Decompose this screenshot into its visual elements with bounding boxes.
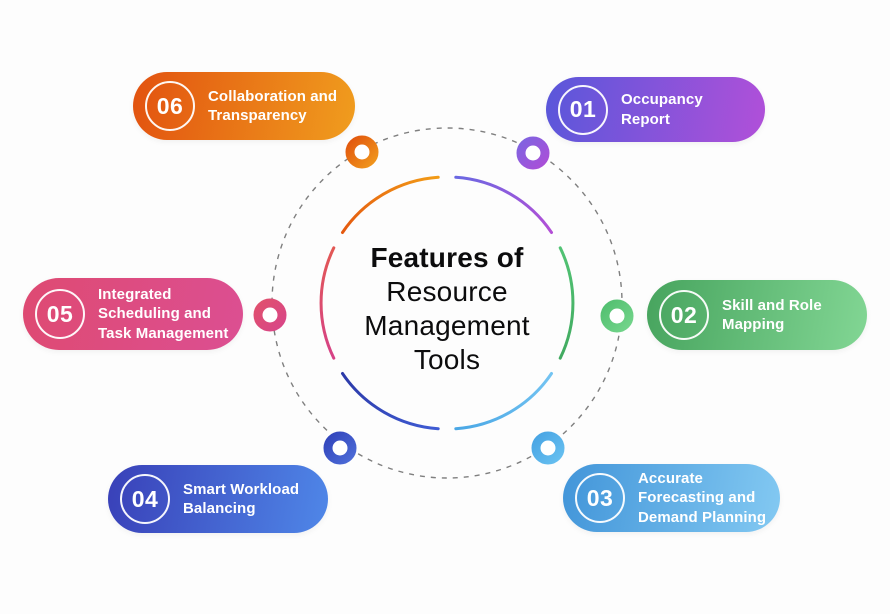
arc-segment-06 <box>341 175 440 234</box>
ring-marker-04 <box>323 431 357 465</box>
feature-number-badge: 05 <box>35 289 85 339</box>
feature-number: 06 <box>156 92 184 119</box>
label-line: Smart Workload <box>183 480 300 498</box>
feature-number-badge: 02 <box>659 290 709 340</box>
feature-pill-06: 06 Collaboration and Transparency <box>133 72 355 140</box>
feature-number: 01 <box>569 96 597 122</box>
feature-number: 03 <box>586 484 614 511</box>
title-line-3: Tools <box>413 344 481 375</box>
feature-pill-04: 04 Smart Workload Balancing <box>108 465 328 533</box>
label-line: Demand Planning <box>638 508 767 526</box>
feature-label: Integrated Scheduling and Task Managemen… <box>98 285 228 343</box>
feature-label: Accurate Forecasting and Demand Planning <box>638 469 766 527</box>
feature-label: Smart Workload Balancing <box>183 480 299 518</box>
feature-number: 04 <box>131 485 159 512</box>
arc-segment-01 <box>454 175 553 234</box>
feature-label: Skill and Role Mapping <box>722 296 822 334</box>
arc-segment-03 <box>454 372 553 431</box>
label-line: Collaboration and <box>208 87 338 105</box>
center-title: Features of Resource Management Tools <box>317 241 577 377</box>
ring-marker-05 <box>253 298 287 332</box>
arc-segment-02 <box>558 246 575 360</box>
circle-diagram <box>253 127 634 479</box>
feature-pill-03: 03 Accurate Forecasting and Demand Plann… <box>563 464 780 532</box>
arc-segment-05 <box>319 246 336 360</box>
label-line: Mapping <box>722 316 785 333</box>
ring-marker-01 <box>516 136 550 170</box>
title-emphasis: Features of <box>370 242 524 273</box>
label-line: Task Management <box>98 324 229 342</box>
label-line: Transparency <box>208 107 307 124</box>
title-line-2: Management <box>364 310 530 341</box>
feature-number: 02 <box>670 301 698 328</box>
feature-label: Occupancy Report <box>621 90 703 128</box>
feature-pill-02: 02 Skill and Role Mapping <box>647 280 867 350</box>
label-line: Accurate <box>638 470 703 488</box>
feature-number-badge: 01 <box>558 84 608 135</box>
feature-label: Collaboration and Transparency <box>208 87 337 125</box>
feature-pill-01: 01 Occupancy Report <box>546 77 765 142</box>
ring-marker-06 <box>345 135 379 169</box>
arc-segment-04 <box>341 372 440 431</box>
title-line-1: Resource <box>386 276 508 307</box>
feature-number-badge: 03 <box>575 473 625 523</box>
feature-number-badge: 04 <box>120 474 170 524</box>
label-line: Forecasting and <box>638 489 756 507</box>
label-line: Scheduling and <box>98 305 212 323</box>
label-line: Report <box>621 110 670 128</box>
ring-marker-03 <box>531 431 565 465</box>
ring-marker-02 <box>600 299 634 333</box>
label-line: Integrated <box>98 286 172 304</box>
feature-pill-05: 05 Integrated Scheduling and Task Manage… <box>23 278 243 350</box>
feature-number: 05 <box>46 300 74 327</box>
feature-number-badge: 06 <box>145 81 195 131</box>
label-line: Skill and Role <box>722 296 822 314</box>
label-line: Occupancy <box>621 91 703 109</box>
label-line: Balancing <box>183 500 256 517</box>
